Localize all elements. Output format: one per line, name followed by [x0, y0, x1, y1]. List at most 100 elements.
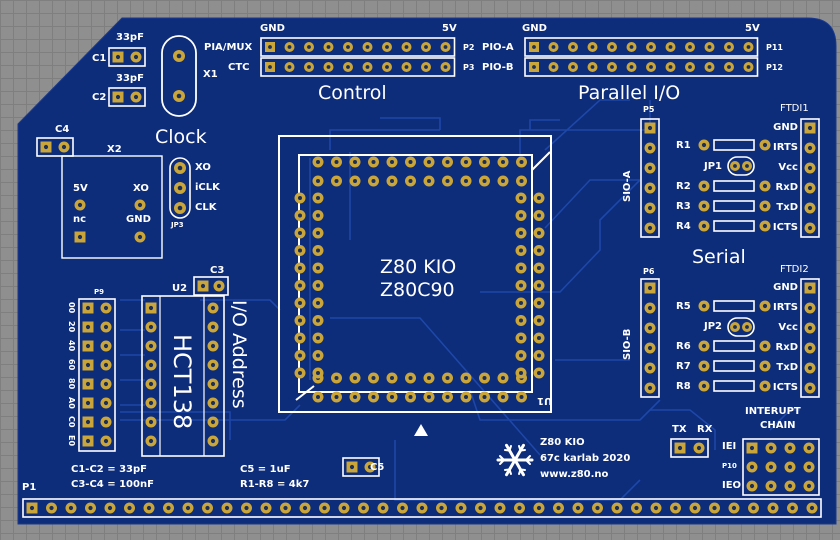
p12-label: P12	[766, 63, 783, 72]
pad-hole	[762, 363, 768, 369]
silk-box	[800, 278, 820, 398]
chip-pin-hole	[519, 318, 523, 323]
pad-hole	[787, 483, 793, 489]
r1-label: R1	[676, 140, 691, 151]
chip-pin-hole	[519, 266, 523, 270]
chip-pin-hole	[390, 395, 394, 399]
pad-hole	[536, 505, 542, 511]
chip-pin-hole	[353, 179, 357, 183]
silk-box	[524, 37, 759, 57]
silk-box	[108, 47, 146, 67]
chip-pin-hole	[334, 395, 339, 399]
pad-hole	[210, 381, 216, 387]
io-address-label: C0	[67, 416, 76, 428]
pad-hole	[610, 65, 614, 69]
pad-hole	[807, 365, 813, 371]
pad-hole	[49, 505, 54, 511]
chip-pin-hole	[298, 213, 302, 218]
pad-hole	[688, 45, 692, 49]
pad-hole	[307, 65, 311, 69]
c3-label: C3	[210, 265, 225, 276]
pad-hole	[103, 400, 109, 406]
io-address-label: 80	[67, 378, 76, 390]
ftdi2-label: FTDI2	[780, 264, 809, 275]
chip-pin-hole	[298, 336, 302, 340]
pad-hole	[346, 45, 350, 49]
rx-label: RX	[697, 424, 713, 435]
r5-label: R5	[676, 301, 691, 312]
silk-box	[342, 457, 380, 477]
silk-box	[670, 438, 709, 458]
board-title: Z80 KIO	[380, 256, 457, 278]
pad-hole	[137, 234, 143, 240]
pad-hole	[790, 505, 795, 511]
jp3-outline	[169, 157, 191, 219]
chip-pin-hole	[316, 196, 320, 200]
resistor-body	[713, 360, 755, 372]
pad-hole	[85, 343, 91, 349]
pad-hole	[148, 438, 154, 444]
pad-hole	[653, 505, 659, 511]
chip-pin-hole	[298, 196, 302, 200]
pad-hole	[43, 144, 49, 150]
pad-hole	[733, 325, 737, 329]
chain-label: CHAIN	[760, 420, 796, 431]
pad-hole	[610, 45, 614, 49]
silk-box	[640, 278, 660, 398]
pad-hole	[701, 142, 707, 148]
pad-hole	[749, 445, 755, 451]
pad-hole	[807, 325, 813, 331]
pad-hole	[762, 223, 768, 229]
chip-pin-hole	[353, 376, 357, 380]
chip-pin-hole	[537, 231, 541, 235]
pad-hole	[385, 45, 389, 49]
pad-hole	[727, 45, 731, 49]
chip-pin-hole	[445, 376, 450, 380]
pad-hole	[629, 65, 634, 69]
chip-pin-hole	[390, 179, 394, 183]
pad-hole	[575, 505, 581, 511]
board-outline	[17, 17, 837, 525]
r3-label: R3	[676, 201, 691, 212]
silk-box	[36, 137, 74, 157]
pad-hole	[807, 225, 813, 231]
crystal-x1	[161, 35, 197, 117]
pad-hole	[746, 65, 751, 69]
ftdi2-pin-label: Vcc	[778, 322, 798, 333]
pad-hole	[707, 65, 712, 69]
pad-hole	[807, 285, 813, 291]
ftdi2-pin-label: IRTS	[773, 302, 798, 313]
pad-hole	[424, 65, 428, 69]
pad-hole	[647, 305, 653, 311]
pad-hole	[629, 45, 634, 49]
pad-hole	[647, 205, 653, 211]
chip-pin-hole	[519, 160, 524, 164]
chip-pin-hole	[482, 179, 487, 183]
pad-hole	[749, 464, 755, 470]
pad-hole	[29, 505, 35, 511]
pad-hole	[647, 345, 653, 351]
chip-pin-hole	[519, 179, 524, 183]
pad-hole	[185, 505, 191, 511]
jp2-outline	[727, 317, 755, 337]
pad-hole	[731, 505, 737, 511]
p9-label: P9	[94, 288, 105, 296]
ctc-label: CTC	[228, 62, 250, 73]
pad-hole	[224, 505, 230, 511]
pad-hole	[517, 505, 522, 511]
pad-hole	[809, 505, 815, 511]
pad-hole	[677, 445, 683, 451]
c4-label: C4	[55, 124, 70, 135]
pad-hole	[532, 65, 536, 69]
silk-box	[193, 276, 229, 296]
silk-layer	[22, 37, 822, 518]
p1-label: P1	[22, 482, 37, 493]
silk-box	[108, 87, 146, 107]
jp1-label: JP1	[704, 161, 723, 172]
pad-hole	[85, 362, 91, 368]
pad-hole	[380, 505, 386, 511]
chip-pin-hole	[298, 318, 302, 323]
pad-hole	[668, 65, 673, 69]
pad-hole	[210, 400, 216, 406]
